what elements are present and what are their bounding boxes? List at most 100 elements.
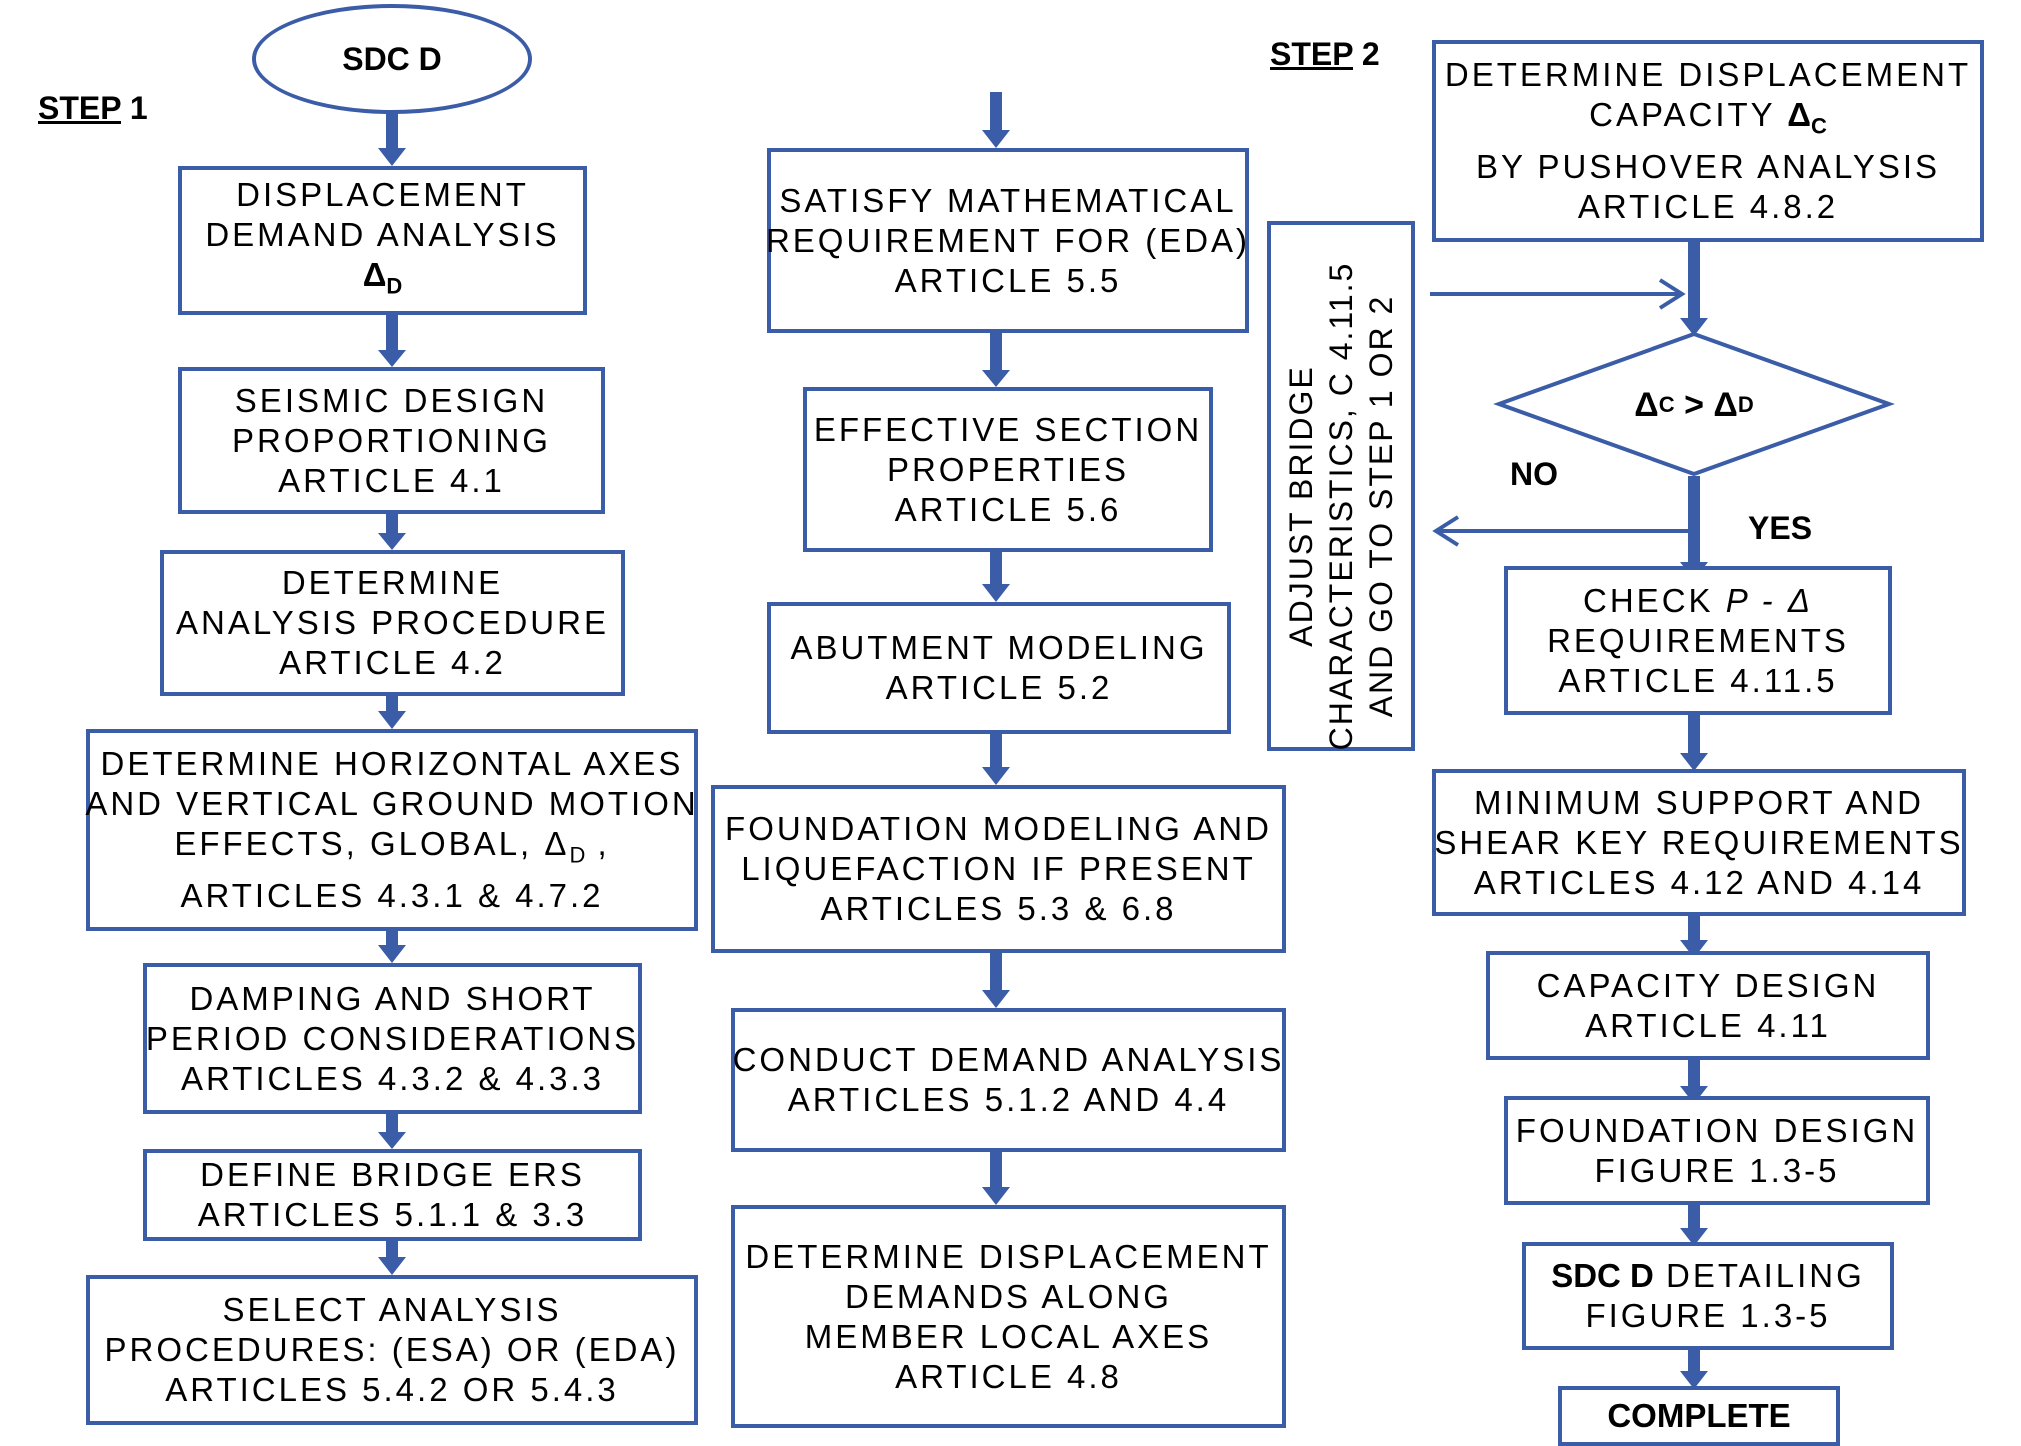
arrow-col3-diamond-pdelta xyxy=(1680,476,1708,580)
yes-label: YES xyxy=(1748,510,1813,546)
box-sdc-d-detailing: SDC D DETAILING FIGURE 1.3-5 xyxy=(1522,1242,1894,1350)
box-bridge-ers: DEFINE BRIDGE ERS ARTICLES 5.1.1 & 3.3 xyxy=(143,1149,642,1241)
box-line: MEMBER LOCAL AXES xyxy=(804,1317,1213,1355)
box-line: DEMANDS ALONG xyxy=(845,1277,1172,1315)
arrow-col2-top xyxy=(982,92,1010,148)
box-line: ARTICLE 5.5 xyxy=(894,261,1122,299)
box-analysis-procedure: DETERMINE ANALYSIS PROCEDURE ARTICLE 4.2 xyxy=(160,550,625,696)
box-line: ARTICLES 4.3.2 & 4.3.3 xyxy=(180,1059,605,1097)
decision-diamond xyxy=(1493,331,1895,477)
box-line: ARTICLE 5.6 xyxy=(894,490,1122,528)
box-line: ARTICLE 4.1 xyxy=(278,461,505,499)
arrow-col2-5-6 xyxy=(982,1152,1010,1205)
arrow-col3-pdelta-support xyxy=(1680,715,1708,771)
box-line: ARTICLES 5.1.2 AND 4.4 xyxy=(787,1081,1230,1118)
box-line: DAMPING AND SHORT xyxy=(189,979,596,1017)
step1-text: STEP xyxy=(38,90,121,126)
step1-label: STEP 1 xyxy=(38,90,148,127)
box-line: ARTICLE 4.8.2 xyxy=(1577,187,1839,225)
arrow-5-6 xyxy=(378,1114,406,1149)
box-line: PROCEDURES: (ESA) OR (EDA) xyxy=(104,1331,680,1368)
box-line: REQUIREMENT FOR (EDA) xyxy=(765,221,1251,259)
adjust-line: ADJUST BRIDGE xyxy=(1283,365,1319,647)
box-displacement-capacity: DETERMINE DISPLACEMENT CAPACITY ΔC BY PU… xyxy=(1432,40,1984,242)
box-select-analysis: SELECT ANALYSIS PROCEDURES: (ESA) OR (ED… xyxy=(86,1275,698,1425)
box-line: ARTICLES 5.1.1 & 3.3 xyxy=(197,1196,588,1233)
box-minimum-support: MINIMUM SUPPORT AND SHEAR KEY REQUIREMEN… xyxy=(1432,769,1966,916)
box-line: ARTICLES 4.3.1 & 4.7.2 xyxy=(180,876,604,914)
box-line: ARTICLE 4.11 xyxy=(1585,1006,1831,1044)
box-line: FIGURE 1.3-5 xyxy=(1594,1151,1840,1189)
arrow-col3-capacity-diamond xyxy=(1680,242,1708,336)
arrow-no-arrowhead xyxy=(1432,515,1460,547)
box-line: FOUNDATION MODELING AND xyxy=(725,810,1272,847)
box-p-delta: CHECK P - Δ REQUIREMENTS ARTICLE 4.11.5 xyxy=(1504,566,1892,715)
box-line: ARTICLE 5.2 xyxy=(885,669,1113,706)
box-mathematical-requirement: SATISFY MATHEMATICAL REQUIREMENT FOR (ED… xyxy=(765,148,1251,333)
box-line: SELECT ANALYSIS xyxy=(222,1291,562,1328)
adjust-line: CHARACTERISTICS, C 4.11.5 xyxy=(1323,261,1359,751)
step2-number: 2 xyxy=(1361,36,1380,72)
arrow-start-to-displacement xyxy=(378,113,406,166)
box-seismic-design: SEISMIC DESIGN PROPORTIONING ARTICLE 4.1 xyxy=(178,367,605,514)
box-line: SEISMIC DESIGN xyxy=(234,381,549,419)
box-line: ARTICLE 4.11.5 xyxy=(1558,661,1838,699)
arrow-col3-support-capdesign xyxy=(1680,916,1708,958)
pdelta-line: CHECK P - Δ xyxy=(1583,581,1813,619)
box-line: DETERMINE DISPLACEMENT xyxy=(1444,56,1972,94)
arrow-col3-capdesign-foundation xyxy=(1680,1060,1708,1104)
box-line: FOUNDATION DESIGN xyxy=(1515,1111,1919,1149)
detailing-line: SDC D DETAILING xyxy=(1551,1257,1865,1294)
box-line: CAPACITY DESIGN xyxy=(1536,966,1880,1004)
box-line: BY PUSHOVER ANALYSIS xyxy=(1475,147,1941,185)
box-line: DISPLACEMENT xyxy=(236,175,529,213)
box-line: AND VERTICAL GROUND MOTION xyxy=(85,785,699,823)
box-line: DETERMINE xyxy=(281,564,504,601)
arrow-4-5 xyxy=(378,931,406,963)
box-adjust-bridge xyxy=(1267,221,1415,751)
box-damping: DAMPING AND SHORT PERIOD CONSIDERATIONS … xyxy=(143,963,642,1114)
arrow-2-3 xyxy=(378,514,406,550)
arrow-col3-foundation-detailing xyxy=(1680,1205,1708,1246)
box-line: PERIOD CONSIDERATIONS xyxy=(145,1019,640,1057)
arrow-col2-2-3 xyxy=(982,552,1010,602)
complete-label: COMPLETE xyxy=(1607,1397,1791,1434)
no-label: NO xyxy=(1510,456,1558,492)
box-conduct-demand: CONDUCT DEMAND ANALYSIS ARTICLES 5.1.2 A… xyxy=(731,1008,1286,1152)
arrow-col2-1-2 xyxy=(982,333,1010,387)
box-foundation-design: FOUNDATION DESIGN FIGURE 1.3-5 xyxy=(1504,1096,1930,1205)
box-horizontal-axes: DETERMINE HORIZONTAL AXES AND VERTICAL G… xyxy=(85,729,699,931)
box-line: DEMAND ANALYSIS xyxy=(205,215,560,253)
box-complete: COMPLETE xyxy=(1558,1386,1840,1446)
adjust-line: AND GO TO STEP 1 OR 2 xyxy=(1363,294,1399,718)
box-displacement-demand: DISPLACEMENT DEMAND ANALYSIS ΔD xyxy=(178,166,587,315)
box-line: ARTICLES 4.12 AND 4.14 xyxy=(1473,863,1925,901)
box-capacity-design: CAPACITY DESIGN ARTICLE 4.11 xyxy=(1486,951,1930,1060)
box-line: SHEAR KEY REQUIREMENTS xyxy=(1434,823,1964,861)
box-line: ARTICLE 4.2 xyxy=(279,644,506,681)
arrow-6-7 xyxy=(378,1241,406,1275)
box-line: ARTICLES 5.3 & 6.8 xyxy=(820,890,1177,927)
step1-number: 1 xyxy=(129,90,148,126)
step2-text: STEP xyxy=(1270,36,1353,72)
step2-label: STEP 2 xyxy=(1270,36,1380,73)
box-line: MINIMUM SUPPORT AND xyxy=(1474,783,1924,821)
box-line: ABUTMENT MODELING xyxy=(790,629,1208,666)
arrow-1-2 xyxy=(378,315,406,367)
box-line: REQUIREMENTS xyxy=(1547,621,1849,659)
arrow-col2-4-5 xyxy=(982,953,1010,1008)
box-line: ARTICLES 5.4.2 OR 5.4.3 xyxy=(165,1371,619,1408)
box-line: DETERMINE DISPLACEMENT xyxy=(745,1237,1272,1275)
box-line: PROPERTIES xyxy=(886,450,1130,488)
box-line: CONDUCT DEMAND ANALYSIS xyxy=(732,1041,1285,1078)
box-line: PROPORTIONING xyxy=(232,421,551,459)
box-foundation-modeling: FOUNDATION MODELING AND LIQUEFACTION IF … xyxy=(711,785,1286,953)
adjust-bridge-text: ADJUST BRIDGE CHARACTERISTICS, C 4.11.5 … xyxy=(1267,241,1415,771)
box-line: FIGURE 1.3-5 xyxy=(1585,1297,1831,1334)
box-line: ANALYSIS PROCEDURE xyxy=(176,604,609,641)
box-line-effects: EFFECTS, GLOBAL, ΔD , xyxy=(174,825,610,868)
box-effective-section: EFFECTIVE SECTION PROPERTIES ARTICLE 5.6 xyxy=(803,387,1213,552)
box-line: DETERMINE HORIZONTAL AXES xyxy=(100,745,684,783)
